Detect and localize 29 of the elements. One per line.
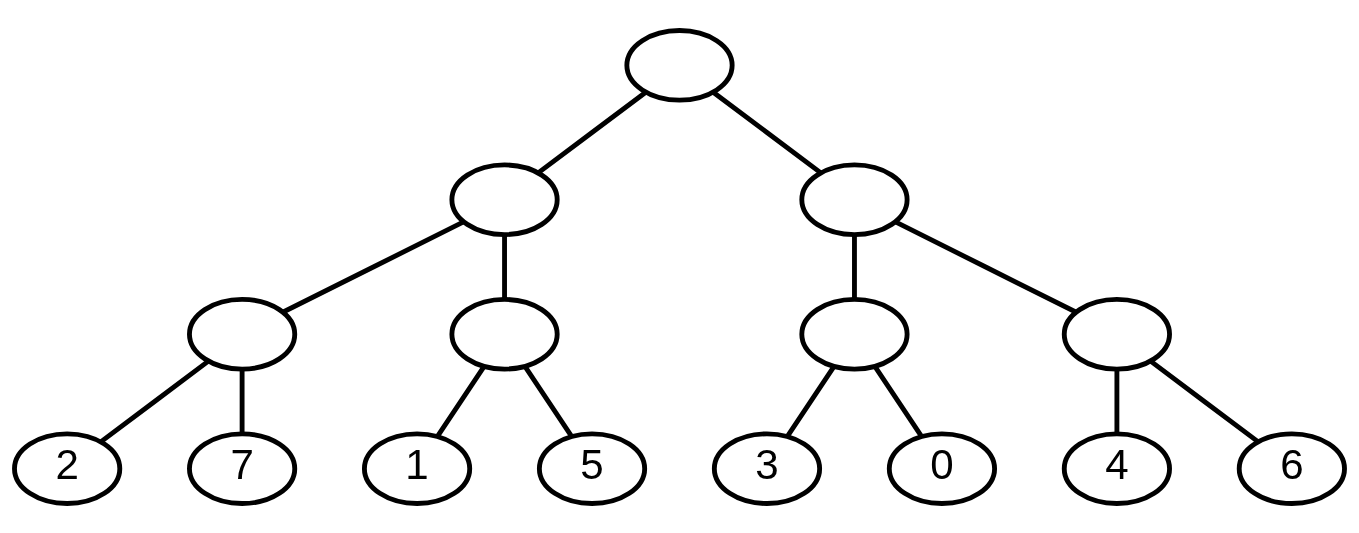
node-circle [799,296,910,371]
node-ellipse: 4 [1061,430,1172,506]
node-ellipse: 0 [886,430,997,506]
connector [99,358,210,444]
connector [523,365,574,438]
connector [239,369,245,434]
node-circle [624,27,735,103]
node-circle [1061,296,1172,371]
node-circle [799,162,910,237]
node-ellipse: 6 [1236,430,1347,506]
connector [852,234,857,299]
connector [435,365,486,438]
node-ellipse: 2 [12,430,123,506]
node-ellipse: 1 [362,430,473,506]
connector [894,219,1077,314]
node-circle [187,296,298,371]
node-ellipse: 5 [536,430,648,506]
connector [711,89,823,175]
node-ellipse: 7 [187,430,298,506]
connector [502,234,507,299]
connector [1114,369,1120,434]
connector [1149,358,1260,444]
node-ellipse: 3 [711,430,823,506]
node-circle [449,162,560,237]
connector [536,89,648,175]
connector [282,219,465,314]
connector [785,365,836,438]
node-circle [449,296,560,371]
connector [873,365,924,438]
